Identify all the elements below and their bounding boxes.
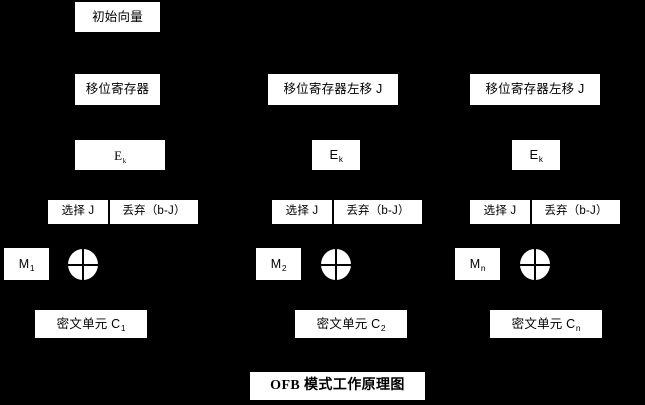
xor-icon-3 bbox=[520, 249, 550, 280]
select-box-2: 选择 J bbox=[272, 200, 332, 224]
plaintext-label-3: Mn bbox=[469, 256, 486, 273]
plaintext-base-1: M bbox=[18, 256, 30, 271]
plaintext-sub-1: 1 bbox=[29, 262, 35, 273]
shift-register-box-1: 移位寄存器 bbox=[75, 74, 160, 105]
ciphertext-sub-2: 2 bbox=[380, 322, 386, 333]
ciphertext-text-3: 密文单元 C bbox=[511, 316, 576, 331]
plaintext-base-2: M bbox=[270, 256, 282, 271]
shift-register-box-2: 移位寄存器左移 J bbox=[268, 74, 398, 105]
discard-label-3: 丢弃（b-J） bbox=[544, 205, 608, 218]
ciphertext-label-2: 密文单元 C2 bbox=[316, 316, 386, 333]
discard-label-1: 丢弃（b-J） bbox=[122, 205, 186, 218]
select-label-3: 选择 J bbox=[483, 205, 517, 218]
encrypt-block-1: Ek bbox=[75, 140, 165, 170]
plaintext-label-2: M2 bbox=[270, 256, 287, 273]
encrypt-block-base-3: E bbox=[529, 147, 539, 163]
select-box-1: 选择 J bbox=[48, 200, 108, 224]
encrypt-block-label-2: Ek bbox=[329, 147, 344, 165]
discard-box-3: 丢弃（b-J） bbox=[532, 200, 620, 224]
encrypt-block-3: Ek bbox=[512, 140, 560, 170]
encrypt-block-base-1: E bbox=[114, 147, 123, 163]
initial-vector-label: 初始向量 bbox=[92, 9, 143, 24]
encrypt-block-sub-1: k bbox=[122, 156, 127, 165]
plaintext-base-3: M bbox=[469, 256, 481, 271]
ciphertext-sub-1: 1 bbox=[120, 322, 126, 333]
ciphertext-box-3: 密文单元 Cn bbox=[490, 310, 602, 338]
xor-icon-1 bbox=[68, 249, 98, 280]
encrypt-block-base-2: E bbox=[329, 147, 339, 163]
encrypt-block-sub-3: k bbox=[538, 155, 544, 165]
plaintext-box-2: M2 bbox=[256, 248, 301, 280]
plaintext-sub-3: n bbox=[480, 262, 486, 273]
encrypt-block-sub-2: k bbox=[338, 155, 344, 165]
diagram-title: OFB 模式工作原理图 bbox=[270, 378, 405, 393]
plaintext-box-3: Mn bbox=[455, 248, 500, 280]
discard-box-2: 丢弃（b-J） bbox=[334, 200, 422, 224]
shift-register-label-3: 移位寄存器左移 J bbox=[485, 82, 585, 97]
encrypt-block-label-3: Ek bbox=[529, 147, 544, 165]
diagram-title-box: OFB 模式工作原理图 bbox=[250, 372, 425, 400]
discard-label-2: 丢弃（b-J） bbox=[346, 205, 410, 218]
ciphertext-box-1: 密文单元 C1 bbox=[35, 310, 147, 338]
ciphertext-text-2: 密文单元 C bbox=[316, 316, 381, 331]
initial-vector-box: 初始向量 bbox=[75, 2, 160, 32]
ciphertext-text-1: 密文单元 C bbox=[56, 316, 121, 331]
select-label-1: 选择 J bbox=[61, 205, 95, 218]
ciphertext-label-1: 密文单元 C1 bbox=[56, 316, 126, 333]
plaintext-sub-2: 2 bbox=[281, 262, 287, 273]
encrypt-block-2: Ek bbox=[312, 140, 360, 170]
discard-box-1: 丢弃（b-J） bbox=[110, 200, 198, 224]
plaintext-label-1: M1 bbox=[18, 256, 35, 273]
select-label-2: 选择 J bbox=[285, 205, 319, 218]
plaintext-box-1: M1 bbox=[4, 248, 49, 280]
shift-register-label-2: 移位寄存器左移 J bbox=[283, 82, 383, 97]
select-box-3: 选择 J bbox=[470, 200, 530, 224]
xor-icon-2 bbox=[321, 249, 351, 280]
ciphertext-box-2: 密文单元 C2 bbox=[295, 310, 407, 338]
ciphertext-sub-3: n bbox=[575, 322, 581, 333]
shift-register-box-3: 移位寄存器左移 J bbox=[470, 74, 600, 105]
ciphertext-label-3: 密文单元 Cn bbox=[511, 316, 581, 333]
encrypt-block-label-1: Ek bbox=[114, 147, 127, 165]
shift-register-label-1: 移位寄存器 bbox=[85, 82, 150, 97]
